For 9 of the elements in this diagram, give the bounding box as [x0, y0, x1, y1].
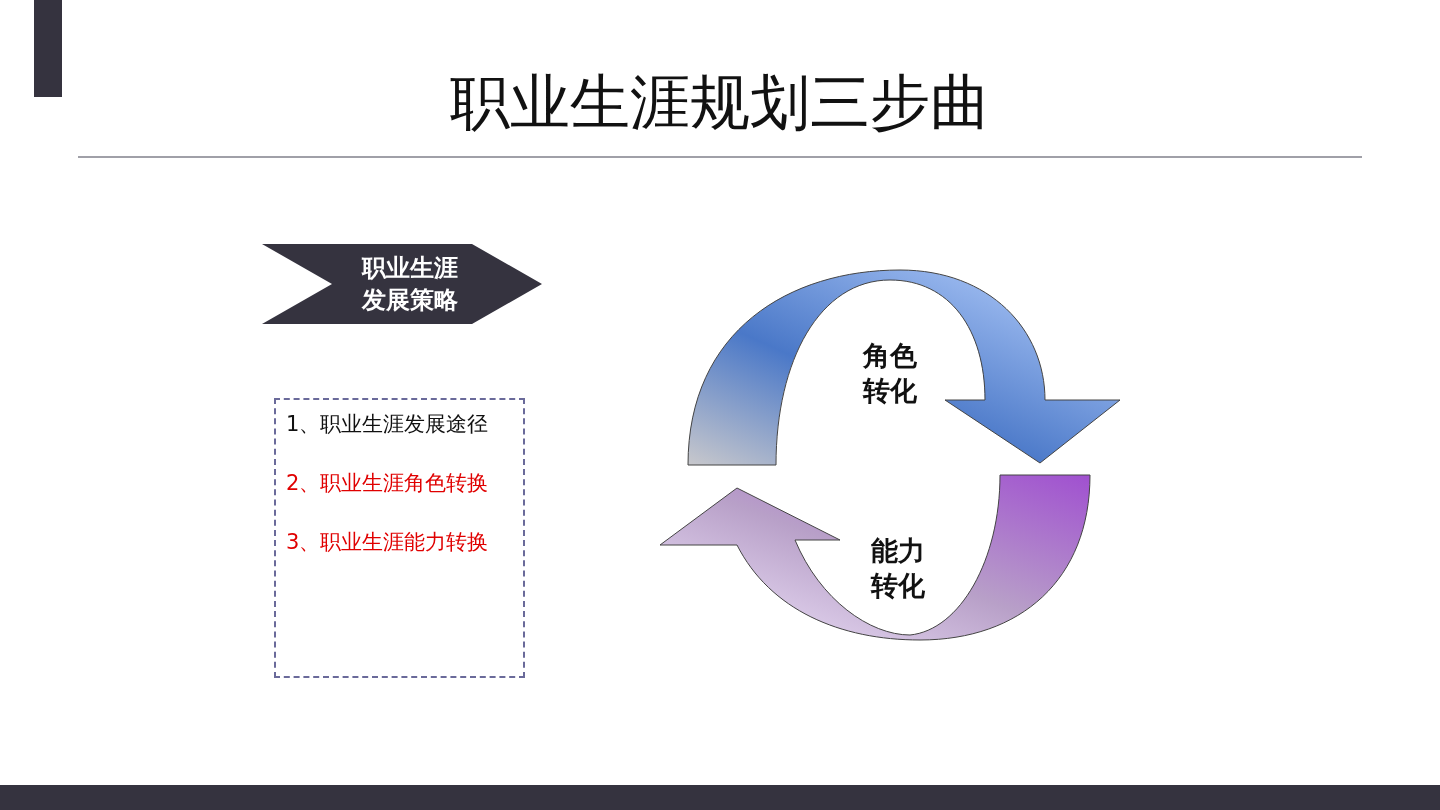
list-item: 2、职业生涯角色转换 — [286, 470, 489, 497]
list-box — [274, 398, 525, 678]
list-item: 3、职业生涯能力转换 — [286, 529, 489, 556]
list-item: 1、职业生涯发展途径 — [286, 411, 489, 438]
title: 职业生涯规划三步曲 — [449, 66, 991, 139]
banner-text: 职业生涯发展策略 — [360, 253, 459, 316]
cycle-label: 能力转化 — [869, 534, 926, 603]
cycle-label: 角色转化 — [861, 339, 918, 408]
chevron-banner — [262, 244, 542, 324]
